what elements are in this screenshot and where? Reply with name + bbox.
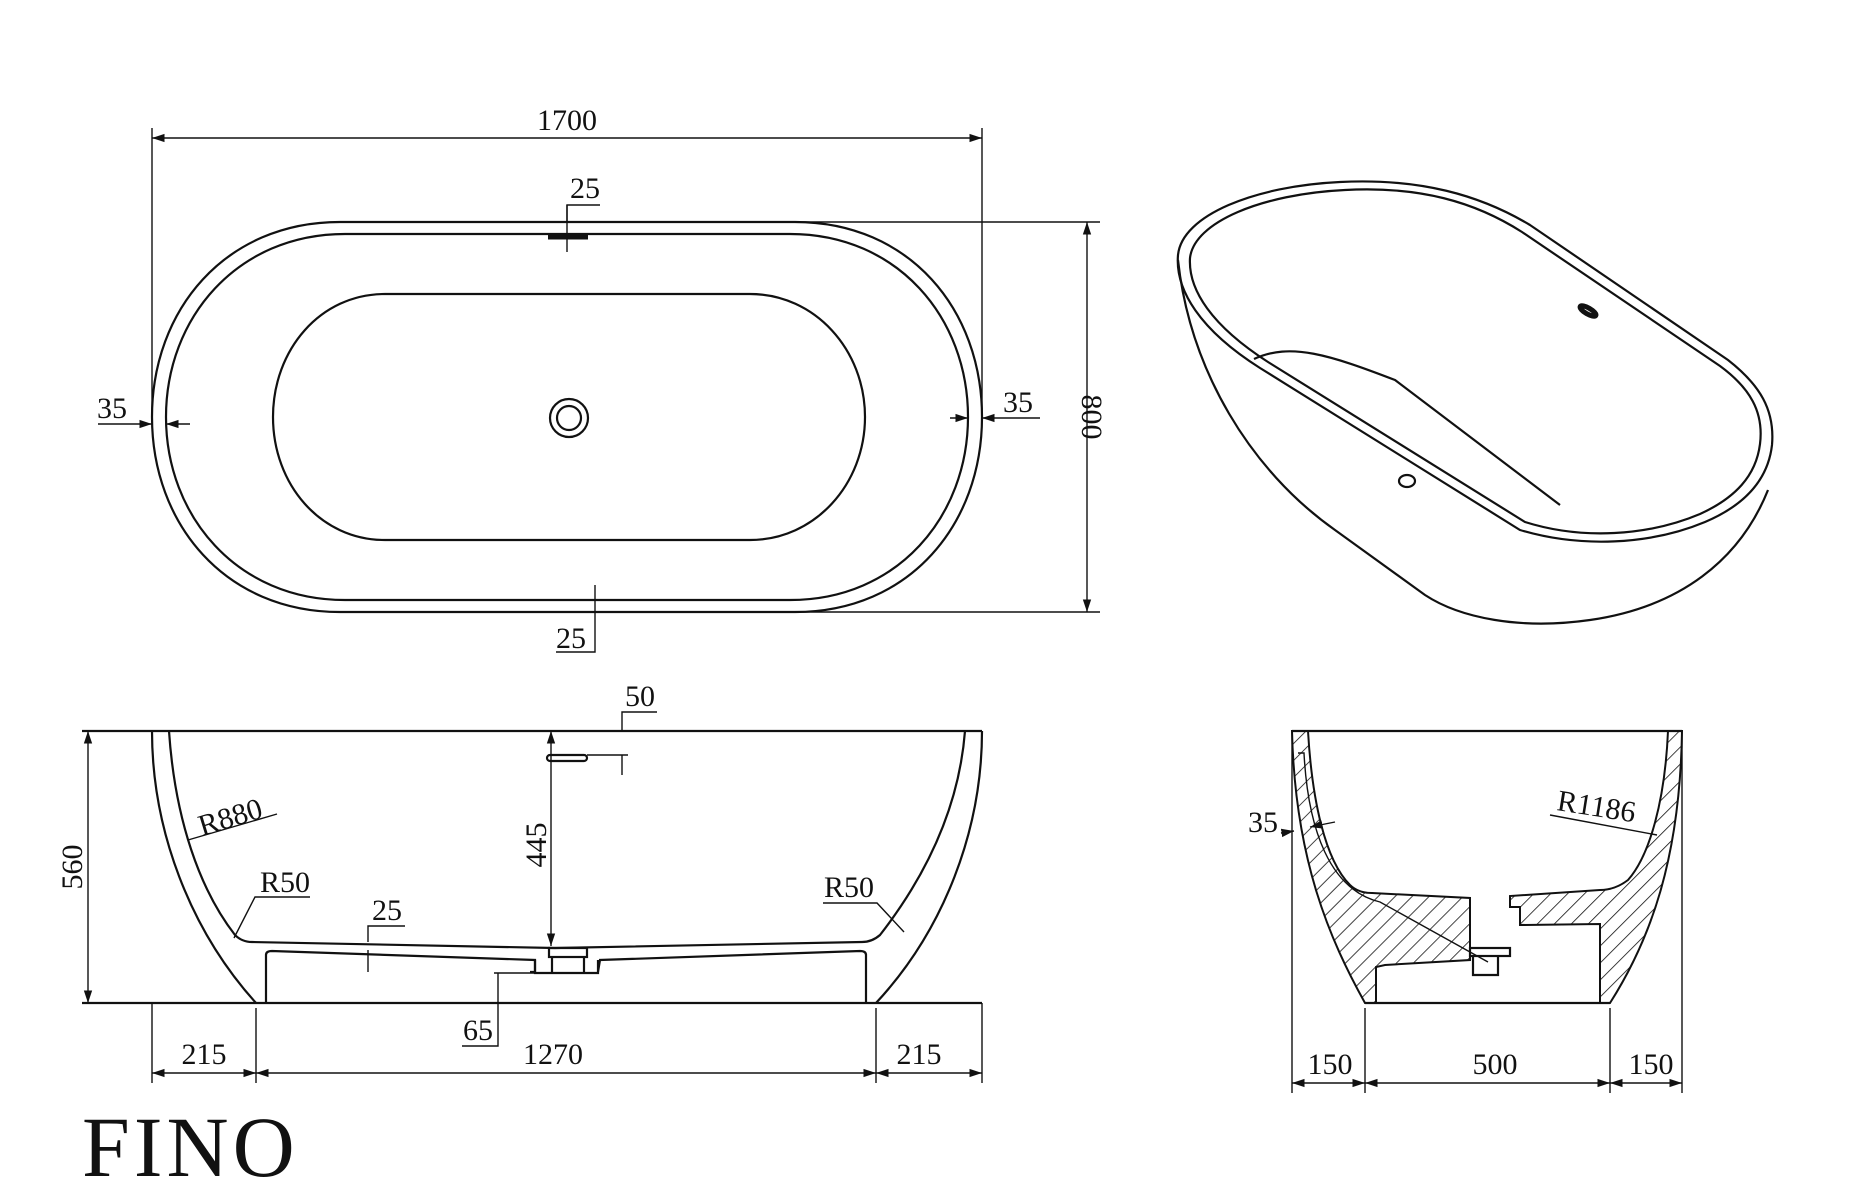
iso-drain <box>1397 473 1417 489</box>
brand-logo: FINO <box>82 1099 299 1195</box>
dim-height: 560 <box>56 845 89 890</box>
dim-overflow-height: 445 <box>520 823 553 868</box>
side-elevation-view: 560 445 50 R880 R50 R50 25 65 215 12 <box>56 680 984 1083</box>
dim-base-left: 215 <box>182 1038 227 1071</box>
iso-outer-rim <box>1176 180 1774 543</box>
dim-overall-length: 1700 <box>537 104 597 137</box>
dim-end-base-left: 150 <box>1308 1048 1353 1081</box>
label-end-wall-radius: R1186 <box>1555 784 1638 829</box>
dim-rim-left: 35 <box>97 392 127 425</box>
iso-basin-floor <box>1253 350 1561 506</box>
label-wall-radius: R880 <box>194 792 266 843</box>
dim-floor-thickness: 25 <box>372 894 402 927</box>
dim-end-base-center: 500 <box>1473 1048 1518 1081</box>
plan-basin-floor <box>271 292 867 542</box>
iso-overflow <box>1577 303 1599 319</box>
dim-overall-width: 800 <box>1075 395 1108 440</box>
dim-base-right: 215 <box>897 1038 942 1071</box>
dim-overflow-offset: 50 <box>625 680 655 713</box>
plan-inner-rim <box>164 232 970 602</box>
iso-inner-rim <box>1188 188 1762 535</box>
plan-view: 1700 800 25 25 35 35 <box>97 104 1108 655</box>
dim-rim-offset-bottom: 25 <box>556 622 586 655</box>
iso-outer-body <box>1176 259 1770 625</box>
drain-outer-ring <box>548 397 590 439</box>
dim-wall-thickness: 35 <box>1248 806 1278 839</box>
dim-drain-height: 65 <box>463 1014 493 1047</box>
dim-base-center: 1270 <box>523 1038 583 1071</box>
drain-inner-ring <box>555 404 583 432</box>
end-section-view: 35 R1186 150 500 150 <box>1248 729 1684 1093</box>
plan-outer-rim <box>150 220 984 614</box>
dim-rim-right: 35 <box>1003 386 1033 419</box>
dim-end-base-right: 150 <box>1629 1048 1674 1081</box>
side-overflow <box>545 753 589 763</box>
dim-overflow-offset-top: 25 <box>570 172 600 205</box>
side-drain-top <box>547 946 589 959</box>
isometric-view <box>1176 180 1774 625</box>
label-corner-radius-right: R50 <box>824 871 874 904</box>
label-corner-radius-left: R50 <box>260 866 310 899</box>
